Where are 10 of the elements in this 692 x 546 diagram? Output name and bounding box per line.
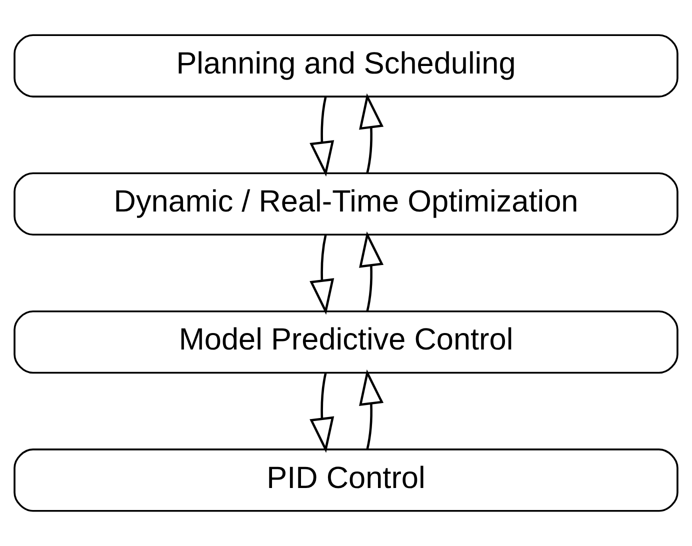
arrow [359, 369, 384, 450]
arrow [359, 231, 384, 312]
node-box: Planning and Scheduling [14, 34, 678, 98]
arrow [310, 234, 334, 315]
arrow [310, 96, 334, 177]
node-box: Model Predictive Control [14, 310, 678, 374]
arrow [359, 93, 384, 174]
node-box: PID Control [14, 448, 678, 512]
arrow [310, 372, 334, 453]
node-box: Dynamic / Real-Time Optimization [14, 172, 678, 236]
